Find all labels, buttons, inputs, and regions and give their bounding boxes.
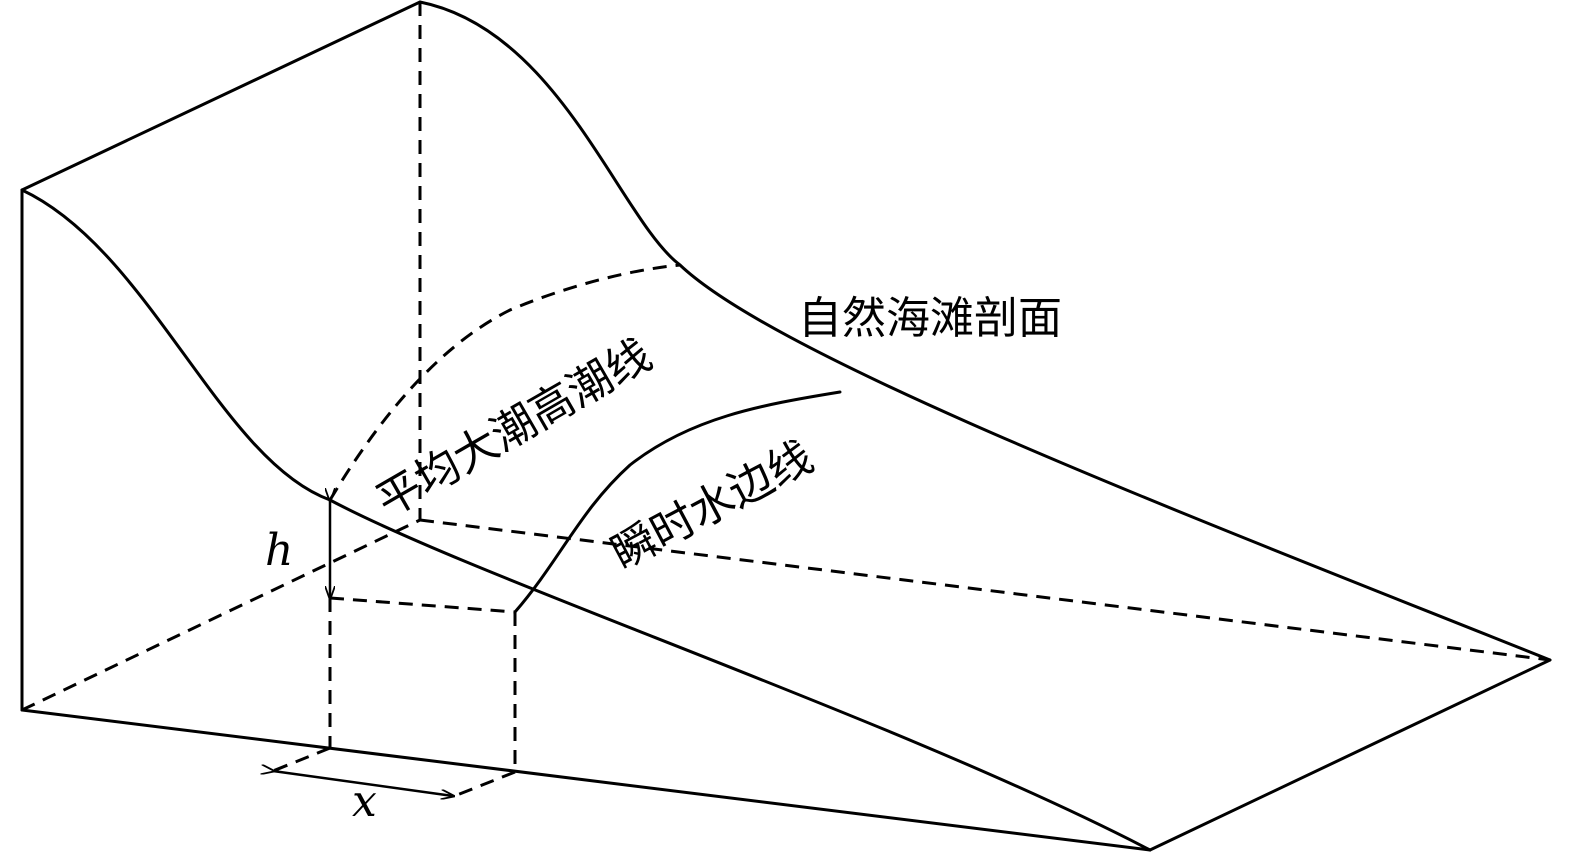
- dimension-arrows: [273, 500, 453, 796]
- mean-spring-high-tide-line-label: 平均大潮高潮线: [368, 329, 660, 527]
- bottom-front-edge: [20, 708, 1152, 852]
- h-variable-label: h: [265, 525, 293, 576]
- front-profile-curve: [20, 188, 1152, 852]
- x-variable-label: x: [352, 776, 377, 827]
- right-ext-dashed: [451, 770, 516, 799]
- natural-beach-profile-label: 自然海滩剖面: [798, 293, 1062, 344]
- instant-waterline-curve: [513, 390, 842, 614]
- x-arrow: [273, 771, 453, 796]
- mean-high-tide-dashed-curve: [328, 263, 681, 501]
- back-profile-curve: [418, 0, 1552, 662]
- beach-profile-curves: [20, 0, 1552, 852]
- seaward-bottom-edge: [1148, 658, 1552, 852]
- hidden-dashed-lines: [21, 2, 1551, 799]
- bottom-back-dashed: [21, 518, 421, 712]
- frame-solid-edges: [20, 0, 1552, 852]
- h-base-horizontal-dashed: [329, 596, 516, 614]
- top-back-edge: [20, 0, 422, 192]
- left-ext-dashed: [267, 746, 331, 775]
- instant-waterline-label: 瞬时水边线: [603, 431, 821, 579]
- back-base-dashed: [419, 518, 1551, 662]
